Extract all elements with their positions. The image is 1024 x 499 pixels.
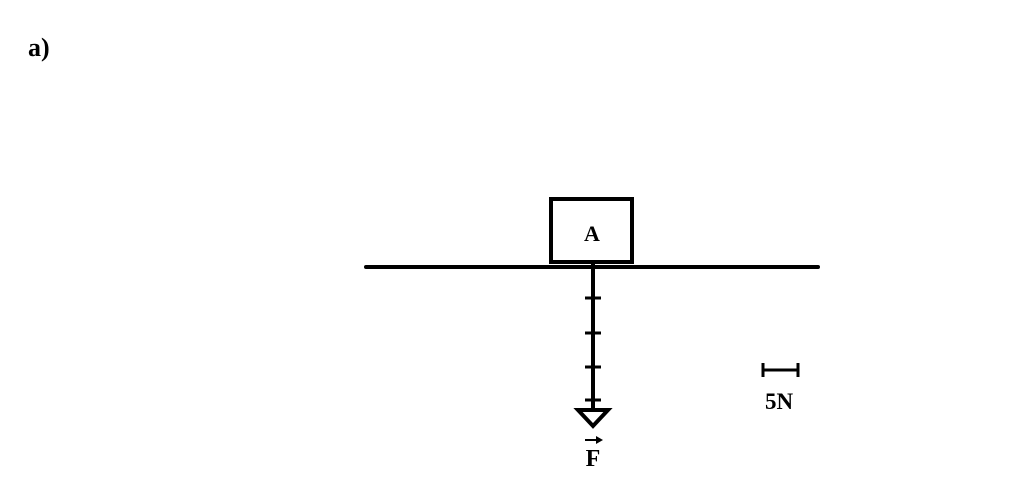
scale-label: 5N	[765, 389, 794, 414]
vector-arrow-icon	[596, 436, 603, 444]
scale-bar	[761, 363, 800, 377]
force-arrow-head	[573, 408, 613, 429]
block-label: A	[584, 221, 600, 246]
force-vector-ticks	[585, 296, 601, 402]
part-label: a)	[28, 33, 50, 62]
force-label: F	[586, 446, 601, 472]
force-label-group: F	[585, 436, 603, 472]
block-a	[549, 197, 634, 264]
